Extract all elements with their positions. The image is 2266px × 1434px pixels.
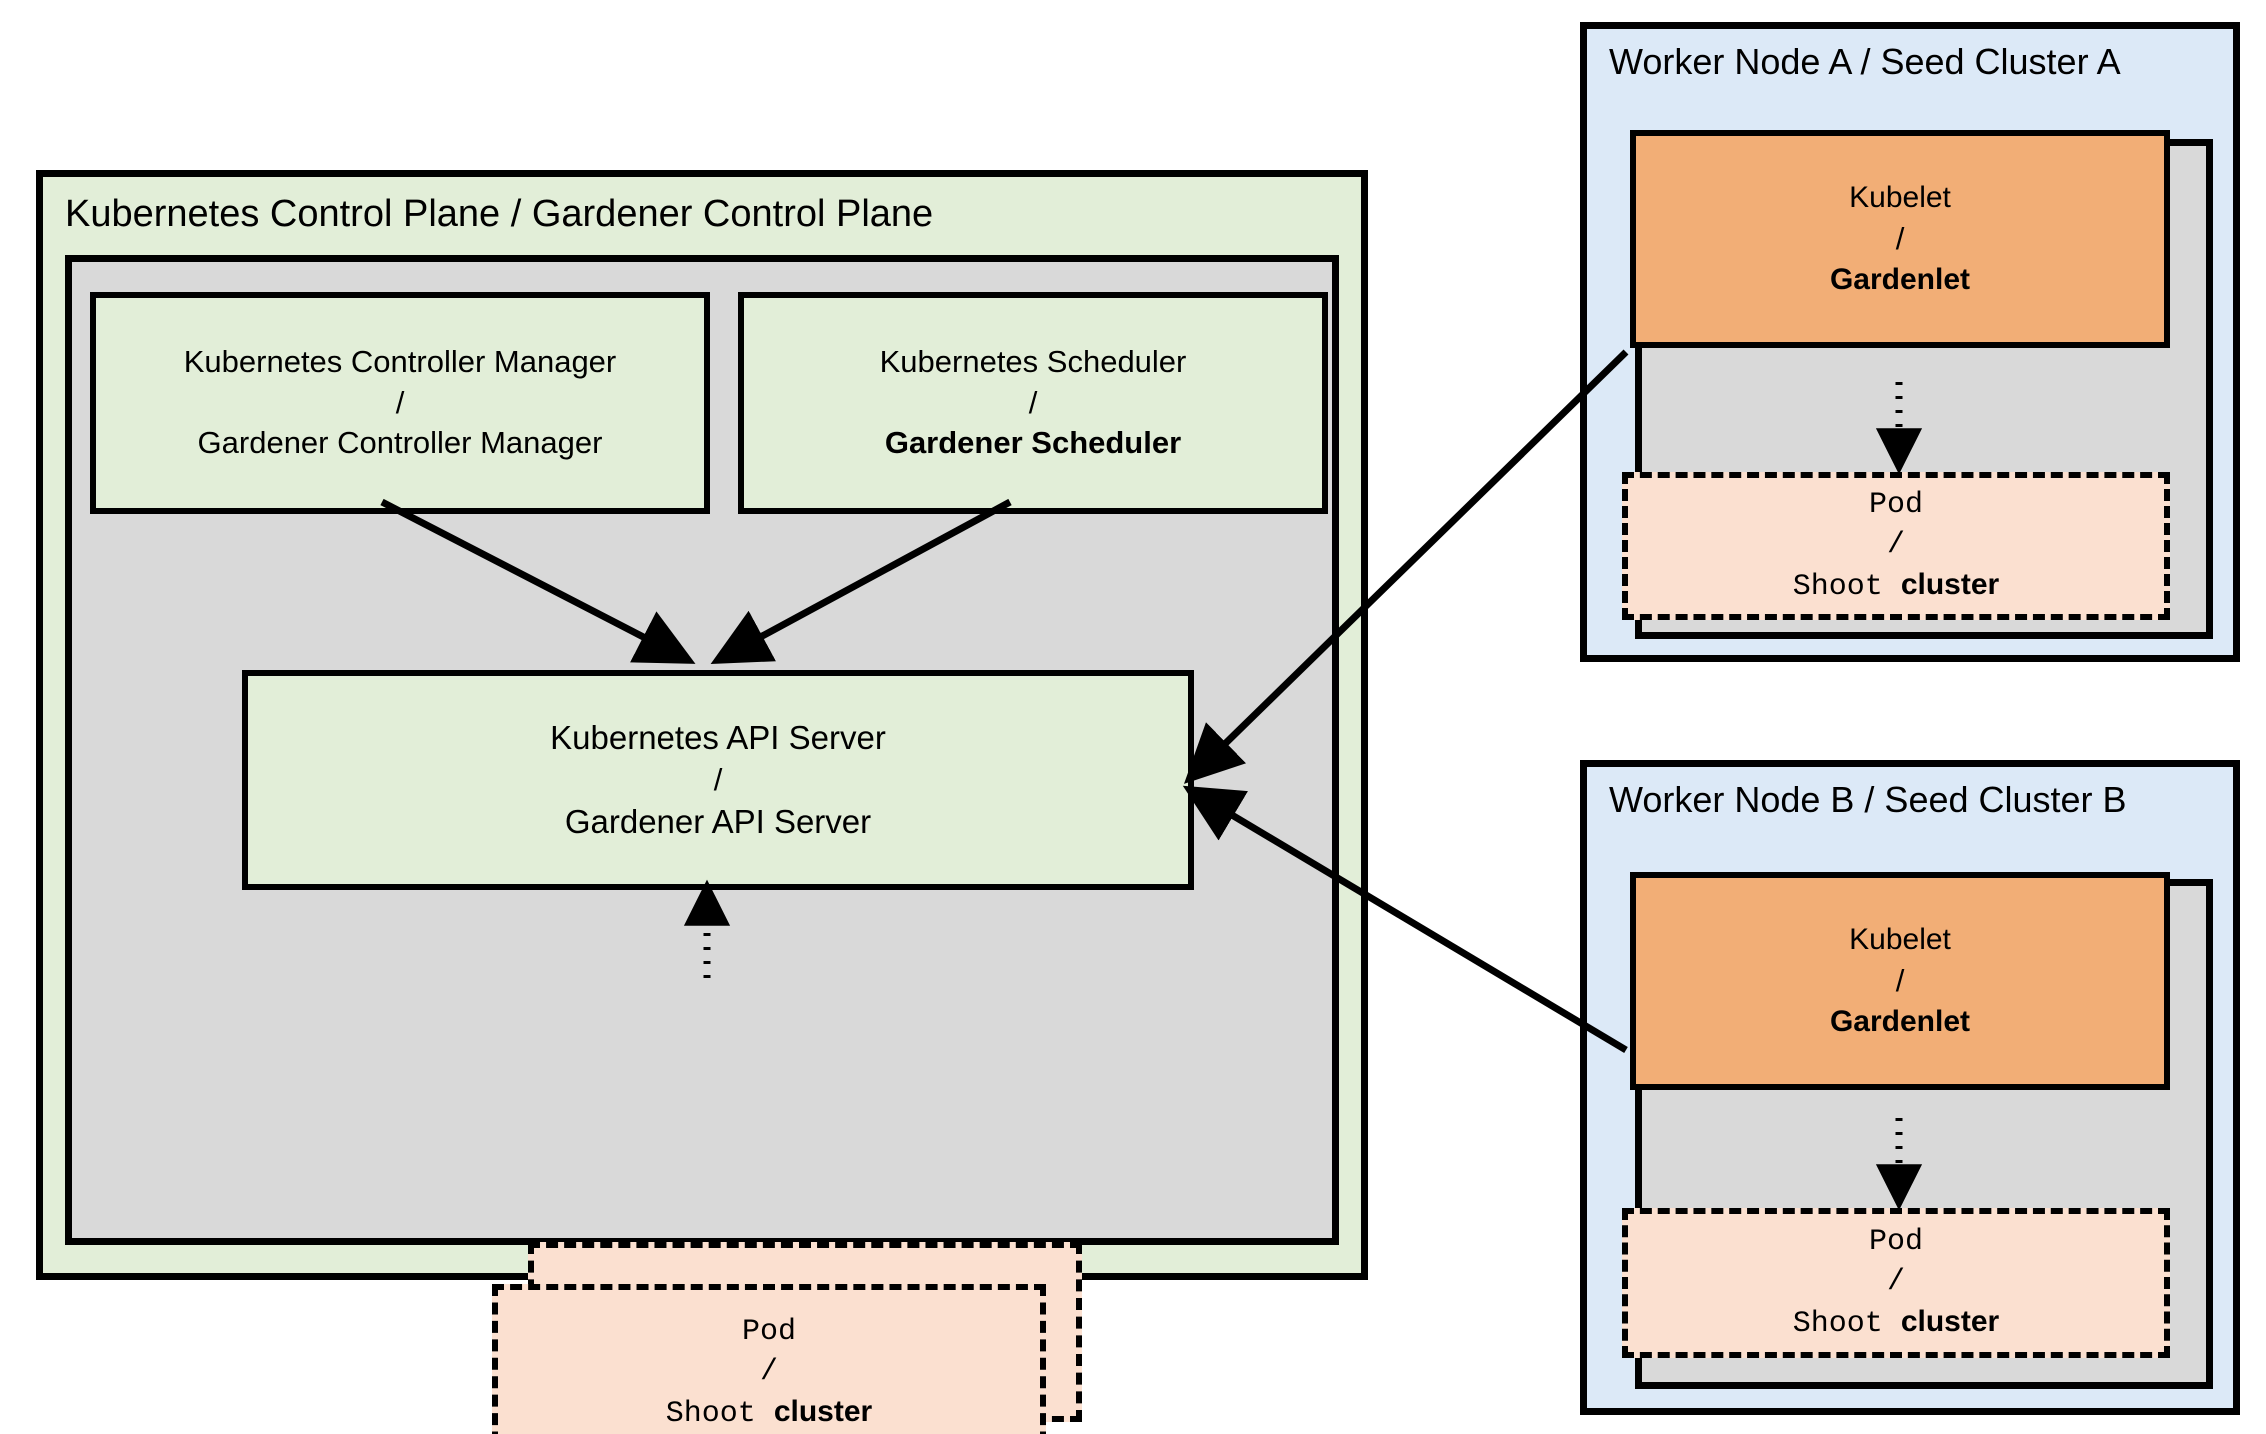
seed-a-pod-slash: / bbox=[1886, 527, 1905, 562]
seed-a-pod-cluster-text: cluster bbox=[1900, 568, 2000, 602]
seed-b-pod-line2: Shoot cluster bbox=[1793, 1302, 1999, 1344]
control-plane-pod-stack: Pod / Shoot cluster bbox=[492, 1242, 1082, 1434]
control-plane-pod-slash: / bbox=[759, 1354, 778, 1389]
control-plane-container: Kubernetes Control Plane / Gardener Cont… bbox=[36, 170, 1368, 1434]
seed-a-pod-shoot-text: Shoot bbox=[1792, 570, 1883, 605]
seed-a-gardenlet-line2: Gardenlet bbox=[1829, 262, 1971, 296]
scheduler-slash: / bbox=[1028, 384, 1038, 420]
seed-b-pod-box[interactable]: Pod / Shoot cluster bbox=[1622, 1208, 2170, 1358]
seed-b-pod-line1: Pod bbox=[1868, 1224, 1923, 1259]
seed-a-pod-box[interactable]: Pod / Shoot cluster bbox=[1622, 472, 2170, 620]
seed-a-kubelet-gardenlet-box[interactable]: Kubelet / Gardenlet bbox=[1630, 130, 2170, 348]
seed-cluster-b-title: Worker Node B / Seed Cluster B bbox=[1609, 779, 2127, 820]
controller-manager-line2: Gardener Controller Manager bbox=[197, 425, 603, 461]
control-plane-pod-box[interactable]: Pod / Shoot cluster bbox=[492, 1284, 1046, 1434]
kubernetes-scheduler-box[interactable]: Kubernetes Scheduler / Gardener Schedule… bbox=[738, 292, 1328, 514]
control-plane-title: Kubernetes Control Plane / Gardener Cont… bbox=[65, 193, 934, 235]
control-plane-pod-cluster-text: cluster bbox=[773, 1395, 873, 1429]
seed-a-kubelet-slash: / bbox=[1895, 221, 1905, 257]
seed-b-pod-cluster-text: cluster bbox=[1900, 1305, 2000, 1339]
seed-cluster-a-title: Worker Node A / Seed Cluster A bbox=[1609, 41, 2121, 82]
seed-b-kubelet-gardenlet-box[interactable]: Kubelet / Gardenlet bbox=[1630, 872, 2170, 1090]
api-server-slash: / bbox=[713, 761, 723, 797]
seed-b-gardenlet-line2: Gardenlet bbox=[1829, 1004, 1971, 1038]
control-plane-pod-line1: Pod bbox=[741, 1314, 796, 1349]
controller-manager-slash: / bbox=[395, 384, 405, 420]
seed-b-kubelet-slash: / bbox=[1895, 963, 1905, 999]
api-server-line2: Gardener API Server bbox=[564, 803, 872, 841]
seed-b-pod-slash: / bbox=[1886, 1264, 1905, 1299]
seed-a-pod-line1: Pod bbox=[1868, 487, 1923, 522]
seed-a-pod-line2: Shoot cluster bbox=[1793, 565, 1999, 607]
scheduler-line2: Gardener Scheduler bbox=[884, 425, 1182, 461]
control-plane-pod-shoot-text: Shoot bbox=[665, 1397, 756, 1432]
seed-b-kubelet-line1: Kubelet bbox=[1849, 923, 1951, 957]
scheduler-line1: Kubernetes Scheduler bbox=[879, 343, 1187, 379]
kubernetes-controller-manager-box[interactable]: Kubernetes Controller Manager / Gardener… bbox=[90, 292, 710, 514]
seed-b-pod-stack: Pod / Shoot cluster bbox=[1622, 1208, 2178, 1360]
controller-manager-line1: Kubernetes Controller Manager bbox=[183, 343, 617, 379]
seed-a-kubelet-line1: Kubelet bbox=[1849, 181, 1951, 215]
control-plane-pod-line2: Shoot cluster bbox=[666, 1392, 872, 1434]
kubernetes-api-server-box[interactable]: Kubernetes API Server / Gardener API Ser… bbox=[242, 670, 1194, 890]
seed-b-pod-shoot-text: Shoot bbox=[1792, 1307, 1883, 1342]
seed-a-pod-stack: Pod / Shoot cluster bbox=[1622, 472, 2178, 622]
control-plane-inner-region: Kubernetes Controller Manager / Gardener… bbox=[65, 255, 1339, 1434]
api-server-line1: Kubernetes API Server bbox=[550, 719, 886, 756]
